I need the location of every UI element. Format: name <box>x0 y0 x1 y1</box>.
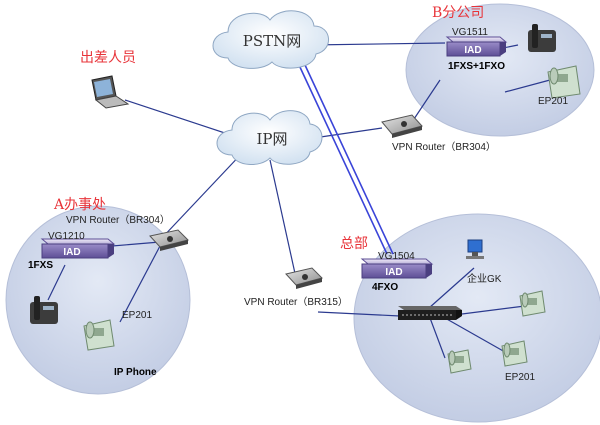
hq-iad: VG1504 IAD <box>360 251 434 279</box>
hq-phone-label: EP201 <box>505 372 535 383</box>
branch-b-iad-model: VG1511 <box>452 27 488 38</box>
office-a-ports: 1FXS <box>28 260 53 271</box>
ip-phone-icon <box>519 290 546 317</box>
computer-icon <box>466 239 484 259</box>
hq-ports: 4FXO <box>372 282 398 293</box>
branch-b-router-label: VPN Router（BR304） <box>392 141 496 153</box>
ip-phone-icon <box>501 340 528 367</box>
office-a-title: A办事处 <box>53 197 106 213</box>
hq-iad-model: VG1504 <box>378 251 415 262</box>
router-icon <box>381 114 423 138</box>
ip-phone-icon <box>547 65 581 99</box>
ip-cloud-label: IP网 <box>256 130 287 148</box>
hq-title: 总部 <box>340 236 368 252</box>
hq-gk-label: 企业GK <box>467 272 502 285</box>
office-a-iad-model: VG1210 <box>48 231 85 242</box>
branch-b-title: B分公司 <box>432 5 484 21</box>
router-icon <box>285 267 323 289</box>
pstn-cloud: PSTN网 <box>212 10 329 69</box>
desk-phone-icon <box>528 24 556 52</box>
hq-iad-label: IAD <box>385 267 402 278</box>
pstn-cloud-label: PSTN网 <box>243 32 302 50</box>
travel-staff-label: 出差人员 <box>80 50 136 66</box>
branch-b-iad: VG1511 IAD <box>445 27 508 57</box>
office-a-router-label: VPN Router（BR304） <box>66 214 170 226</box>
branch-b-iad-label: IAD <box>464 45 481 56</box>
office-a-phone-label: EP201 <box>122 310 152 321</box>
office-a-iad: VG1210 IAD <box>40 231 116 259</box>
pstn-trunk-lines <box>298 64 394 255</box>
office-a-footer: IP Phone <box>114 367 157 378</box>
laptop-icon <box>91 75 130 109</box>
branch-b-ports: 1FXS+1FXO <box>448 61 505 72</box>
switch-icon <box>398 306 462 320</box>
branch-b-phone-label: EP201 <box>538 96 568 107</box>
hq-router-label: VPN Router（BR315） <box>244 296 348 308</box>
office-a-iad-label: IAD <box>63 247 80 258</box>
ip-cloud: IP网 <box>216 110 323 165</box>
ip-phone-icon <box>83 319 115 351</box>
desk-phone-icon <box>30 296 58 324</box>
router-icon <box>149 229 189 251</box>
ip-phone-icon <box>447 349 472 374</box>
